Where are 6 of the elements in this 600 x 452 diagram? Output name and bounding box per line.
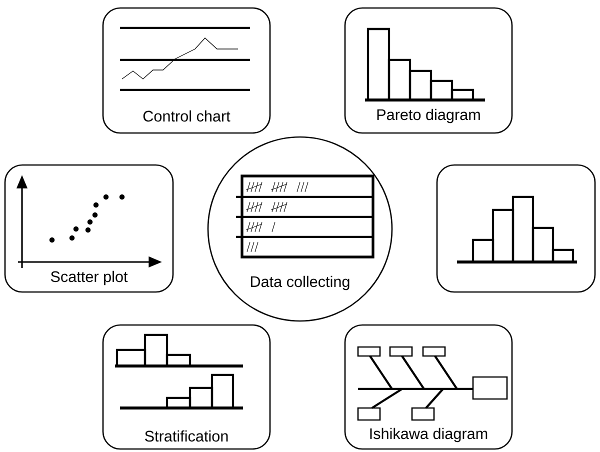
empty-card <box>436 164 596 293</box>
tool-card: Control chart <box>102 7 271 134</box>
tool-card: Scatter plot <box>4 164 174 293</box>
tool-card: Ishikawa diagram <box>344 324 513 450</box>
tool-card: Stratification <box>102 324 271 450</box>
tool-card: Pareto diagram <box>344 7 513 134</box>
